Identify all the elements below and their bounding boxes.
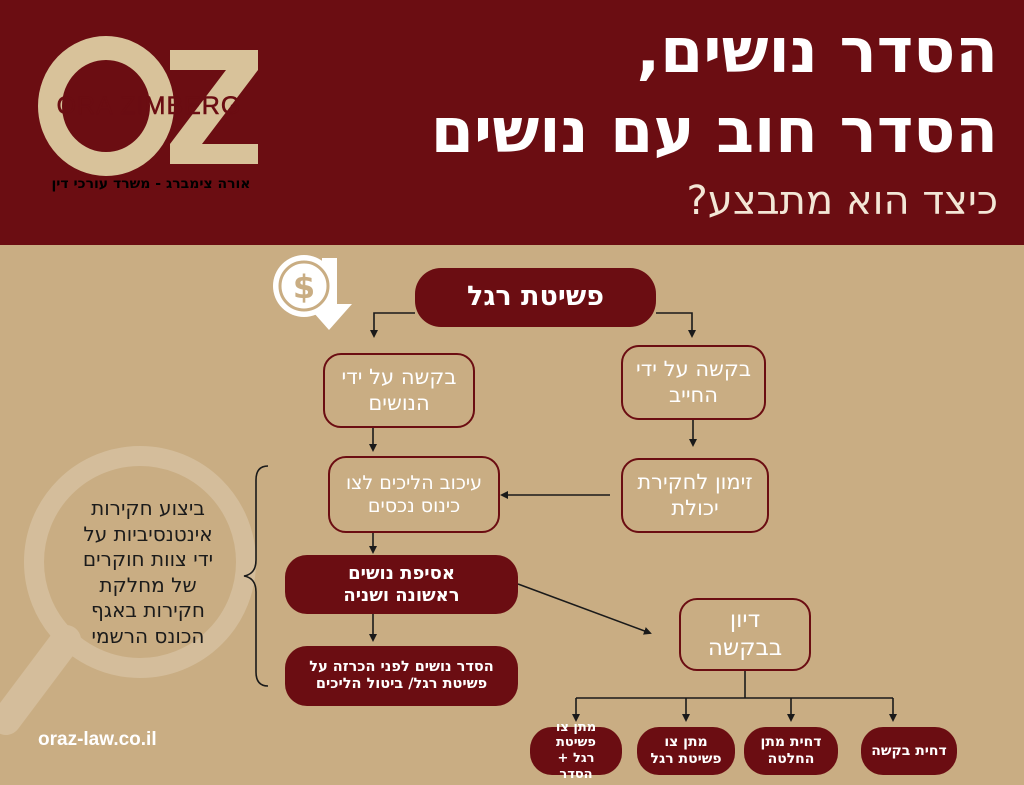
side-note-line-5: חקירות באגף: [91, 598, 205, 623]
summons-line-2: יכולת: [671, 495, 719, 520]
order-arrangement-line-1: מתן צו פשיטת: [555, 719, 597, 751]
website-url[interactable]: oraz-law.co.il: [38, 729, 157, 750]
reject-label: דחית בקשה: [871, 742, 947, 759]
logo-o-letter: [38, 36, 174, 176]
outcome-reject-request: דחית בקשה: [861, 727, 957, 775]
logo-z-letter: [170, 50, 258, 164]
title-line-2: הסדר חוב עם נושים: [430, 94, 998, 167]
curly-brace-icon: [243, 465, 269, 687]
logo-oz: ORA ZIMBERG: [38, 36, 258, 176]
creditors-request-line-1: בקשה על ידי: [341, 365, 457, 390]
logo-tagline: אורה צימברג - משרד עורכי דין: [51, 176, 251, 192]
side-note-line-1: ביצוע חקירות: [91, 496, 205, 520]
creditors-request-line-2: הנושים: [368, 390, 430, 415]
flow-root-label: פשיטת רגל: [466, 281, 605, 313]
investigation-side-note: ביצוע חקירות אינטנסיביות על ידי צוות חוק…: [58, 496, 238, 650]
flow-debtor-request: בקשה על ידי החייב: [621, 345, 766, 420]
flow-hearing: דיון בבקשה: [679, 598, 811, 671]
order-line-1: מתן צו: [664, 734, 708, 751]
flow-creditors-request: בקשה על ידי הנושים: [323, 353, 475, 428]
order-arrangement-line-2: רגל + הסדר: [557, 751, 595, 782]
side-note-line-3: ידי צוות חוקרים: [82, 547, 214, 572]
hearing-line-1: דיון: [729, 606, 761, 633]
arrangement-line-1: הסדר נושים לפני הכרזה על: [309, 658, 494, 675]
arrangement-line-2: פשיטת רגל/ ביטול הליכים: [315, 676, 488, 692]
summons-line-1: זימון לחקירת: [637, 470, 753, 495]
outcome-order-arrangement: מתן צו פשיטת רגל + הסדר: [530, 720, 622, 782]
defer-line-2: החלטה: [767, 751, 815, 767]
logo-name: ORA ZIMBERG: [57, 92, 242, 120]
debtor-request-line-2: החייב: [669, 382, 718, 407]
flow-root-bankruptcy: פשיטת רגל: [415, 268, 656, 327]
outcome-defer-decision: דחית מתן החלטה: [744, 727, 838, 775]
title-line-1: הסדר נושים,: [636, 14, 998, 87]
stay-line-2: כינוס נכסים: [367, 494, 461, 517]
svg-text:$: $: [293, 268, 315, 306]
side-note-line-4: של מחלקת: [99, 572, 197, 597]
header-banner: הסדר נושים, הסדר חוב עם נושים כיצד הוא מ…: [0, 0, 1024, 245]
order-line-2: פשיטת רגל: [650, 751, 722, 767]
flow-stay-proceedings: עיכוב הליכים לצו כינוס נכסים: [328, 456, 500, 533]
side-note-line-6: הכונס הרשמי: [91, 623, 205, 648]
flow-summons-investigation: זימון לחקירת יכולת: [621, 458, 769, 533]
debtor-request-line-1: בקשה על ידי: [636, 357, 751, 382]
side-note-line-2: אינטנסיביות על: [83, 521, 213, 546]
dollar-coin-down-arrow-icon: $: [273, 255, 352, 330]
arrow-meeting-to-hearing: [517, 583, 652, 635]
defer-line-1: דחית מתן: [760, 734, 822, 751]
meeting-line-2: ראשונה ושניה: [343, 584, 460, 606]
hearing-line-2: בבקשה: [707, 634, 783, 661]
flow-creditors-meeting: אסיפת נושים ראשונה ושניה: [285, 555, 518, 614]
magnifier-watermark-icon: [0, 446, 256, 735]
flow-creditors-arrangement: הסדר נושים לפני הכרזה על פשיטת רגל/ ביטו…: [285, 646, 518, 706]
stay-line-1: עיכוב הליכים לצו: [345, 471, 483, 494]
subtitle: כיצד הוא מתבצע?: [686, 178, 998, 224]
meeting-line-1: אסיפת נושים: [348, 562, 455, 584]
arrow-root-to-creditors: [370, 312, 415, 338]
arrow-root-to-debtor: [656, 312, 696, 338]
outcome-bankruptcy-order: מתן צו פשיטת רגל: [637, 727, 735, 775]
